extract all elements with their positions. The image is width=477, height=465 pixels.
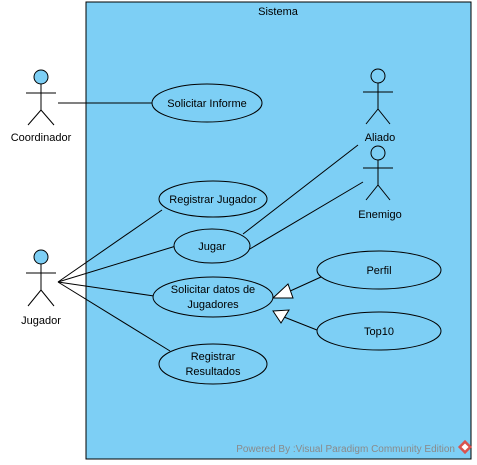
- association-jugar-aliado: [242, 144, 359, 235]
- stick-figure-icon: [363, 68, 393, 125]
- use-case-label: Solicitar Informe: [167, 98, 246, 110]
- system-boundary: [85, 1, 472, 460]
- use-case-label-line-2: Jugadores: [187, 299, 239, 311]
- actor-jugador[interactable]: Jugador: [21, 249, 61, 327]
- association-jugador-registrar-jugador: [57, 209, 163, 283]
- use-case-label: Top10: [364, 326, 394, 338]
- generalization-arrowhead-perfil: [271, 283, 294, 299]
- association-jugador-registrar-resultados: [57, 281, 171, 352]
- actor-aliado[interactable]: Aliado: [363, 68, 396, 144]
- generalization-top10: [283, 316, 323, 333]
- actor-label: Enemigo: [358, 209, 401, 221]
- actor-label: Aliado: [365, 132, 396, 144]
- use-case-label: Registrar Jugador: [169, 194, 257, 206]
- use-case-label-line-1: Registrar: [191, 351, 236, 363]
- association-jugar-enemigo: [242, 181, 364, 254]
- association-jugador-solicitar-datos: [57, 281, 155, 297]
- actor-label: Jugador: [21, 315, 61, 327]
- use-case-registrar-jugador[interactable]: Registrar Jugador: [158, 180, 268, 218]
- associations: [57, 102, 364, 352]
- use-case-registrar-resultados[interactable]: Registrar Resultados: [158, 343, 268, 385]
- actor-enemigo[interactable]: Enemigo: [358, 145, 402, 221]
- stick-figure-icon: [26, 249, 56, 307]
- watermark-text: Powered By :Visual Paradigm Community Ed…: [236, 444, 455, 455]
- use-case-label: Jugar: [198, 241, 226, 253]
- use-case-label-line-2: Resultados: [185, 366, 241, 378]
- use-case-jugar[interactable]: Jugar: [173, 228, 251, 264]
- generalization-perfil: [287, 276, 322, 293]
- actor-label: Coordinador: [11, 132, 72, 144]
- use-case-top10[interactable]: Top10: [316, 311, 442, 351]
- use-case-solicitar-datos-de-jugadores[interactable]: Solicitar datos de Jugadores: [152, 276, 274, 318]
- stick-figure-icon: [363, 145, 393, 201]
- actor-coordinador[interactable]: Coordinador: [11, 69, 72, 144]
- use-case-label: Perfil: [366, 265, 391, 277]
- stick-figure-icon: [26, 69, 56, 126]
- use-case-perfil[interactable]: Perfil: [316, 250, 442, 290]
- visual-paradigm-logo-icon: [457, 439, 473, 455]
- use-case-label-line-1: Solicitar datos de: [171, 284, 255, 296]
- use-case-solicitar-informe[interactable]: Solicitar Informe: [151, 83, 263, 123]
- generalization-arrowhead-top10: [272, 309, 290, 324]
- system-title: Sistema: [258, 6, 299, 18]
- association-jugador-jugar: [57, 245, 177, 283]
